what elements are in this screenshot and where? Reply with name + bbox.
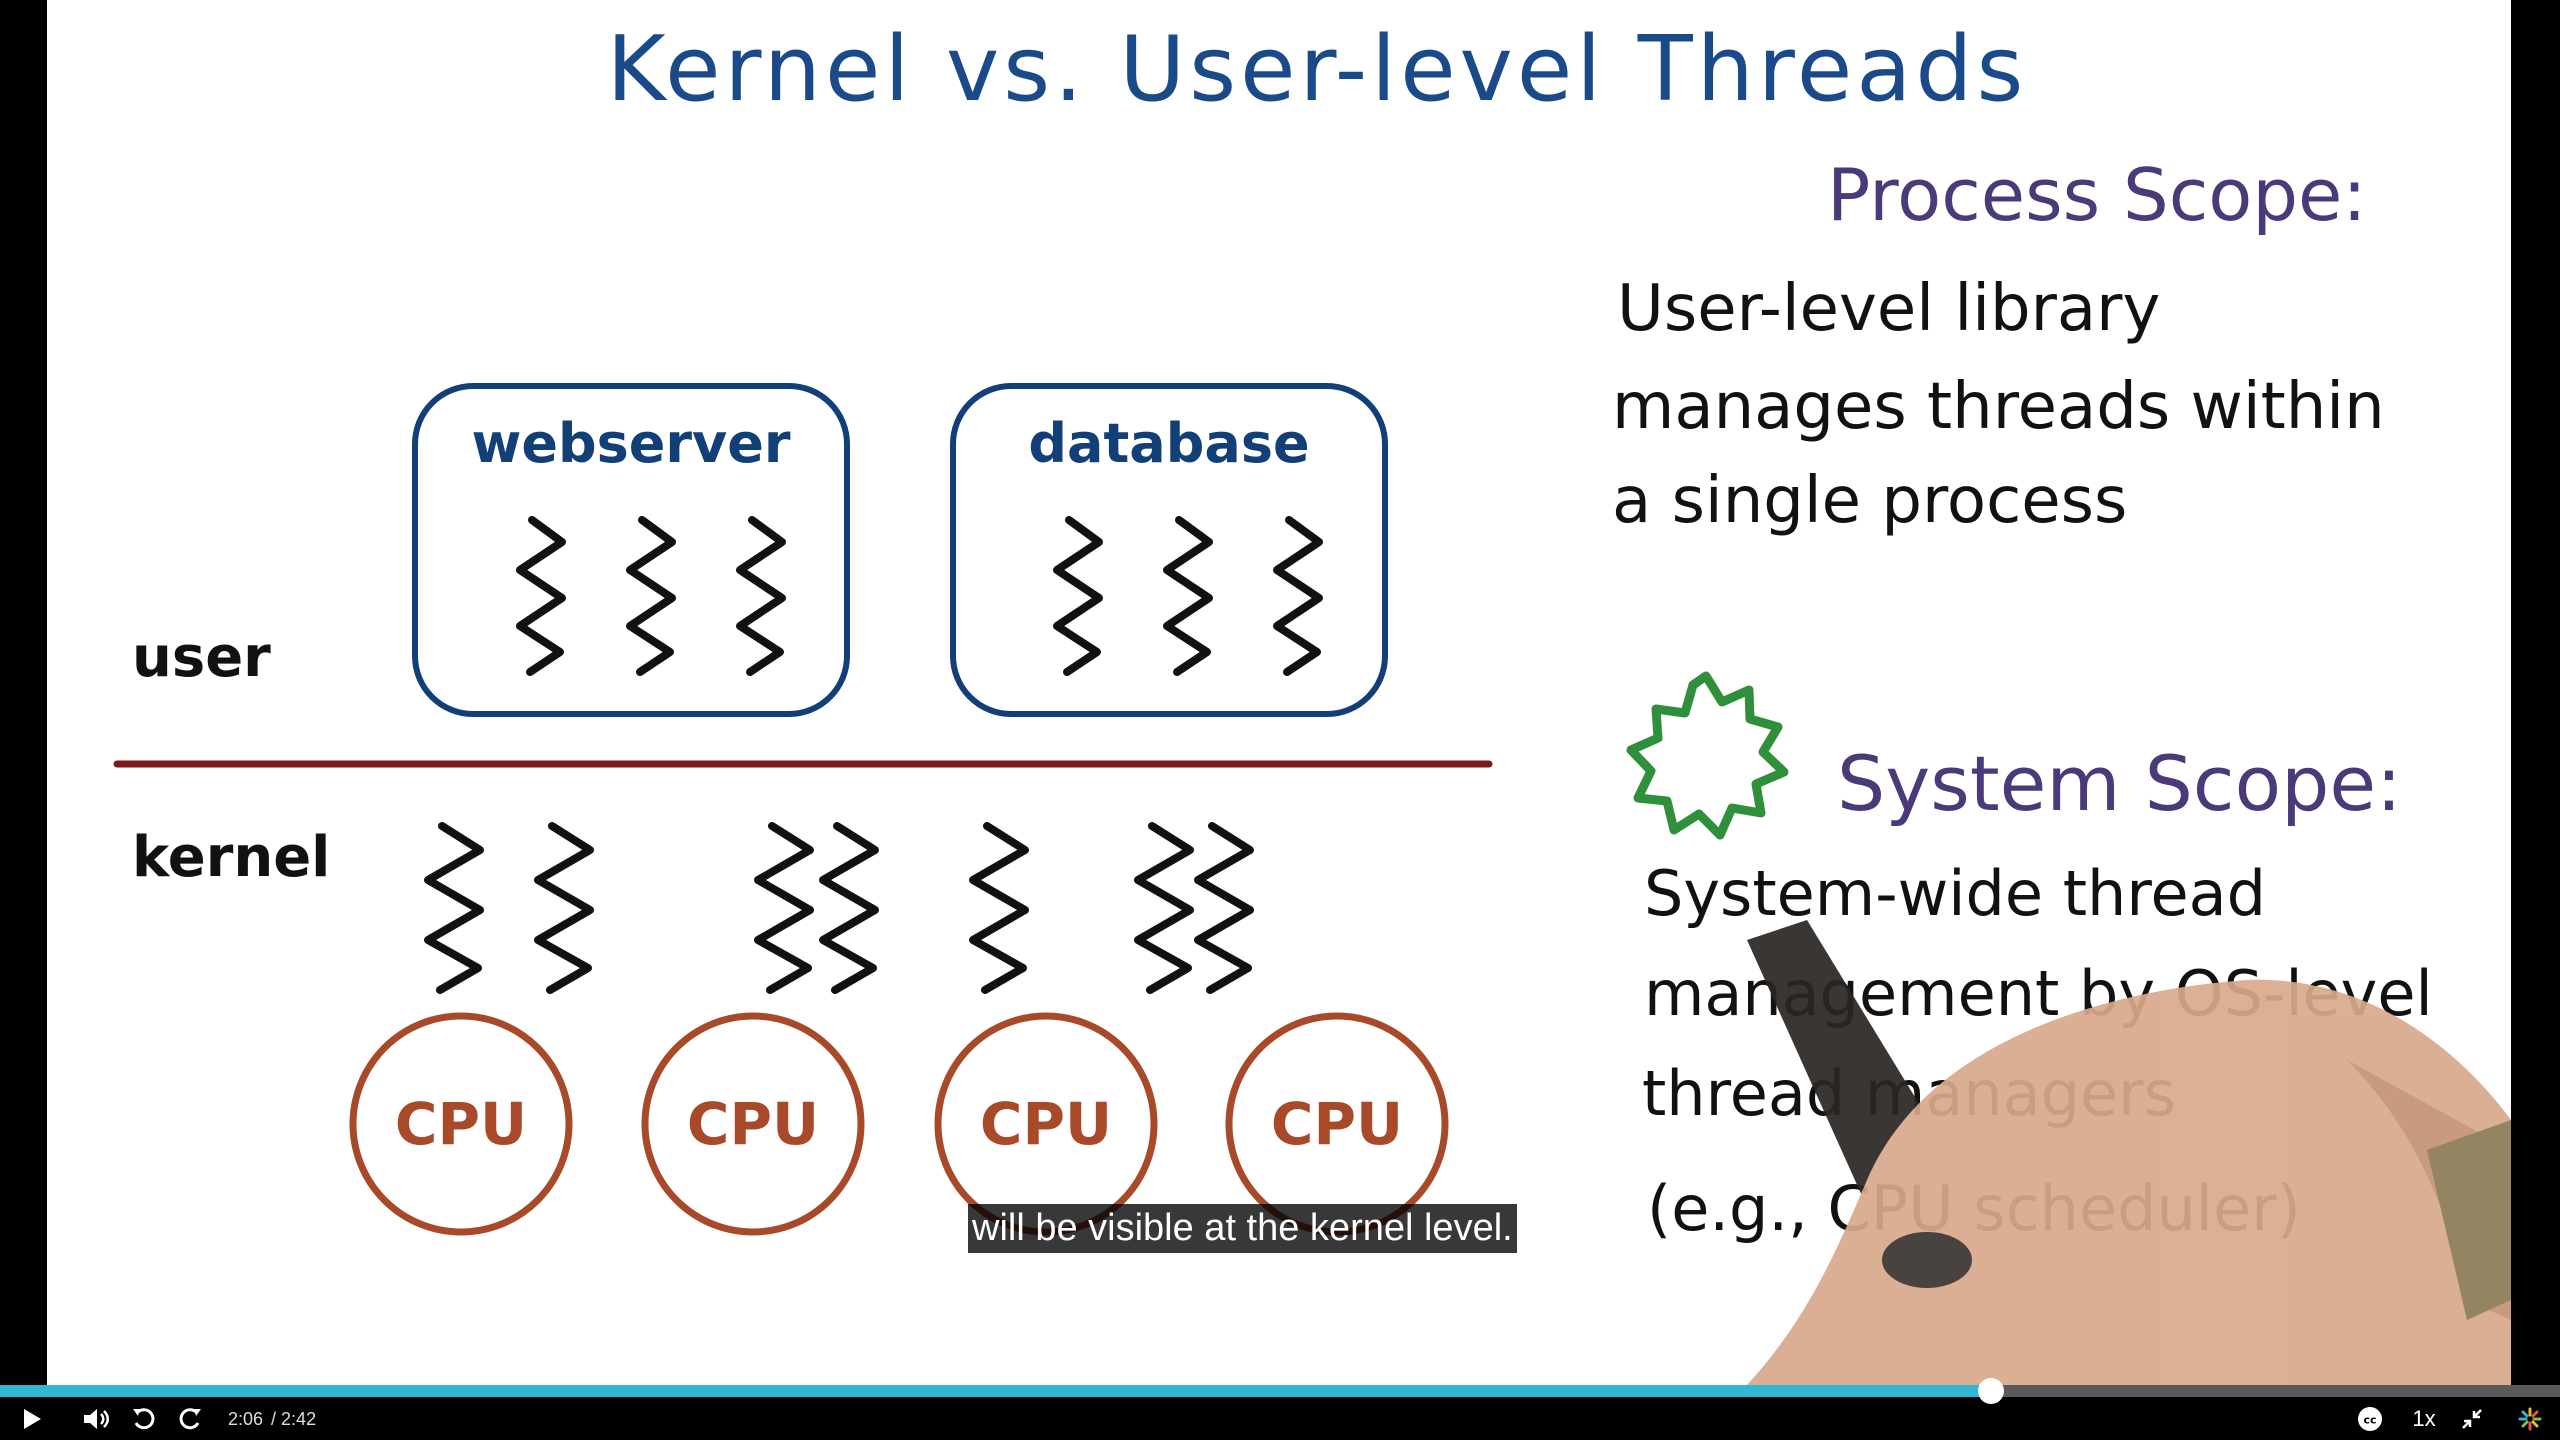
thread-squiggle [1163,516,1213,676]
presenter-hand [1747,920,2511,1385]
process-box-label: webserver [471,412,790,475]
cpu-circle: CPU [1225,1012,1449,1236]
user-level-label: user [132,625,271,690]
exit-fullscreen-icon [2462,1409,2482,1429]
brand-logo-button[interactable] [2512,1401,2548,1437]
slide-title: Kernel vs. User-level Threads [607,17,2028,122]
cpu-label: CPU [395,1090,527,1158]
thread-squiggle [1194,822,1254,994]
closed-captions-icon: cc [2358,1407,2382,1431]
play-icon [24,1409,41,1429]
cpu-circle: CPU [349,1012,573,1236]
thread-squiggle [736,516,786,676]
exit-fullscreen-button[interactable] [2454,1401,2490,1437]
process-scope-line: User-level library [1617,272,2160,346]
playback-speed-label: 1x [2412,1406,2436,1431]
play-button[interactable] [14,1401,50,1437]
rewind-button[interactable] [126,1401,162,1437]
brand-logo-icon [2518,1407,2542,1431]
thread-squiggle [424,822,484,994]
video-frame: Kernel vs. User-level Threads webserver … [47,0,2511,1385]
cpu-circle: CPU [641,1012,865,1236]
thread-squiggle [754,822,814,994]
thread-squiggle [819,822,879,994]
cpu-circle: CPU [934,1012,1158,1236]
kernel-threads [424,822,1254,994]
thread-squiggle [1134,822,1194,994]
progress-scrubber-handle[interactable] [1978,1378,2005,1404]
star-icon [1626,671,1789,840]
process-box-label: database [1028,412,1309,475]
volume-button[interactable] [78,1401,114,1437]
system-scope-line: System-wide thread [1644,857,2266,930]
thread-squiggle [1273,516,1323,676]
playback-speed-button[interactable]: 1x [2402,1401,2446,1437]
svg-text:cc: cc [2363,1414,2376,1427]
forward-button[interactable] [172,1401,208,1437]
forward-icon [179,1408,201,1430]
cpu-label: CPU [1271,1090,1403,1158]
progress-bar[interactable] [0,1378,2560,1404]
process-scope-heading: Process Scope: [1827,153,2367,237]
process-scope-line: a single process [1612,464,2127,538]
kernel-level-label: kernel [132,825,330,890]
time-display: 2:06 / 2:42 [228,1401,324,1437]
duration: / 2:42 [271,1409,317,1429]
cpu-label: CPU [687,1090,819,1158]
process-box-database: database [950,383,1388,717]
volume-icon [84,1409,109,1429]
rewind-icon [133,1408,155,1430]
current-time: 2:06 [228,1409,264,1429]
lecture-slide: Kernel vs. User-level Threads webserver … [113,17,2511,1385]
thread-squiggle [534,822,594,994]
process-scope-line: manages threads within [1612,370,2385,444]
progress-bar-fill [0,1385,1992,1397]
thread-squiggle [969,822,1029,994]
closed-captions-button[interactable]: cc [2352,1401,2388,1437]
thread-squiggle [626,516,676,676]
cpu-label: CPU [980,1090,1112,1158]
thread-squiggle [1053,516,1103,676]
subtitle-caption: will be visible at the kernel level. [968,1204,1517,1253]
process-box-webserver: webserver [412,383,850,717]
system-scope-heading: System Scope: [1837,739,2402,828]
thread-squiggle [516,516,566,676]
